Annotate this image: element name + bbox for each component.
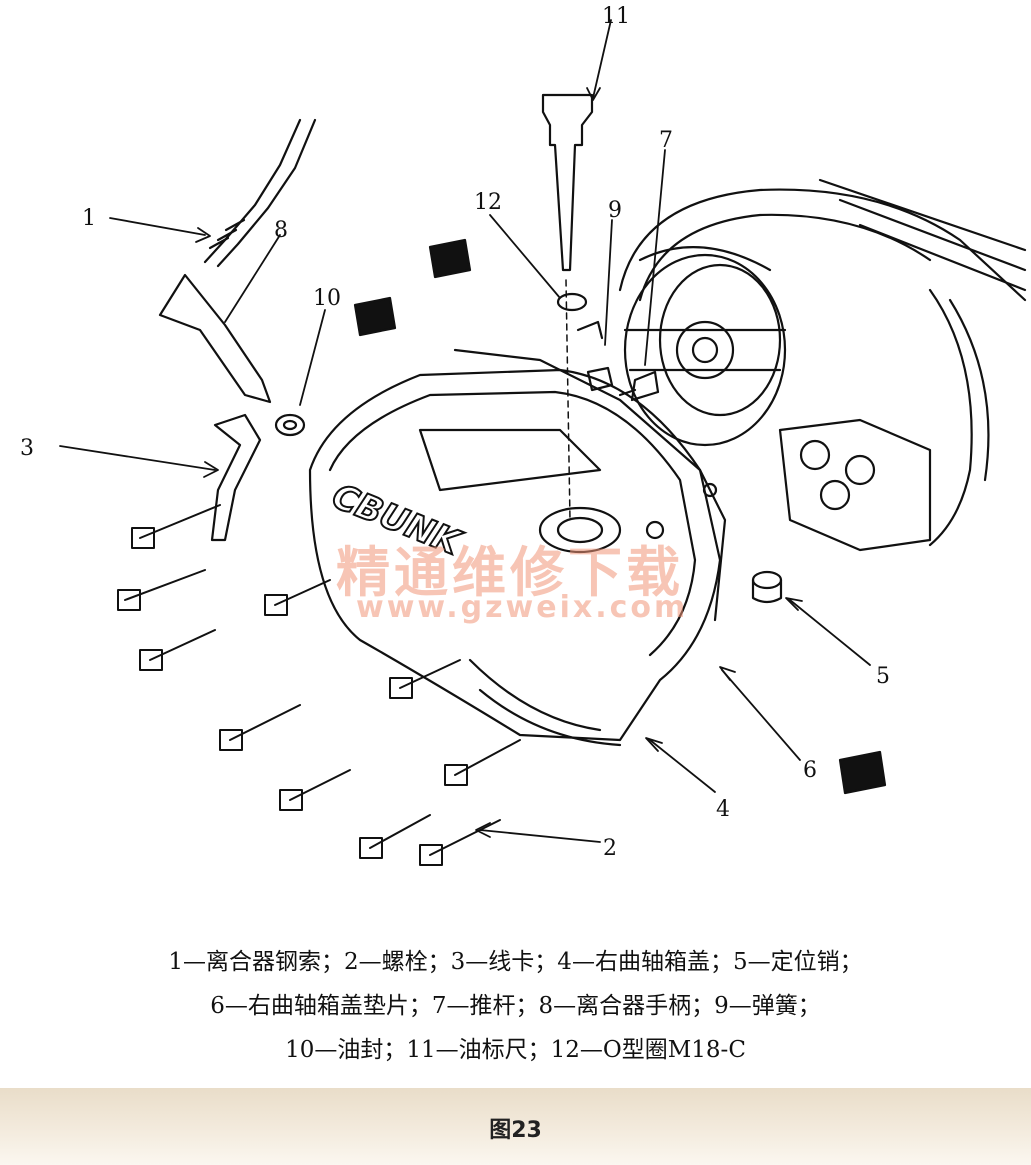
- watermark-url: www.gzweix.com: [356, 590, 689, 625]
- cable-clip: [210, 413, 262, 542]
- bolts: [117, 504, 521, 866]
- dipstick: [541, 93, 594, 521]
- callout-1: 1: [82, 206, 96, 231]
- clutch-lever: [158, 273, 272, 404]
- pushrod: [618, 370, 660, 402]
- callout-12: 12: [474, 190, 502, 215]
- o-ring: [556, 292, 588, 312]
- figure-title-bar: [0, 1088, 1031, 1165]
- callout-8: 8: [274, 218, 288, 243]
- engine-housing: [618, 178, 1027, 552]
- clutch-assembly: [623, 246, 787, 447]
- gasket-markers: [353, 238, 887, 795]
- callout-9: 9: [608, 198, 622, 223]
- figure-title: 图23: [489, 1118, 542, 1143]
- exploded-view-diagram: CBUNK: [59, 19, 1027, 866]
- callout-4: 4: [716, 797, 730, 822]
- legend-line-2: 6—右曲轴箱盖垫片；7—推杆；8—离合器手柄；9—弹簧；: [210, 993, 821, 1019]
- callout-10: 10: [313, 286, 341, 311]
- watermark-title: 精通维修下载: [336, 541, 684, 604]
- callout-5: 5: [876, 664, 890, 689]
- callout-3: 3: [20, 436, 34, 461]
- leader-lines: [59, 19, 871, 843]
- crankcase-cover: [308, 348, 727, 747]
- oil-seal: [274, 413, 306, 437]
- legend-line-1: 1—离合器钢索；2—螺栓；3—线卡；4—右曲轴箱盖；5—定位销；: [168, 949, 863, 975]
- dowel-pin: [751, 570, 783, 604]
- legend-line-3: 10—油封；11—油标尺；12—O型圈M18-C: [285, 1037, 746, 1063]
- callout-2: 2: [603, 836, 617, 861]
- callout-7: 7: [659, 128, 673, 153]
- callout-6: 6: [803, 758, 817, 783]
- clutch-cable: [203, 118, 317, 268]
- callout-11: 11: [602, 4, 630, 29]
